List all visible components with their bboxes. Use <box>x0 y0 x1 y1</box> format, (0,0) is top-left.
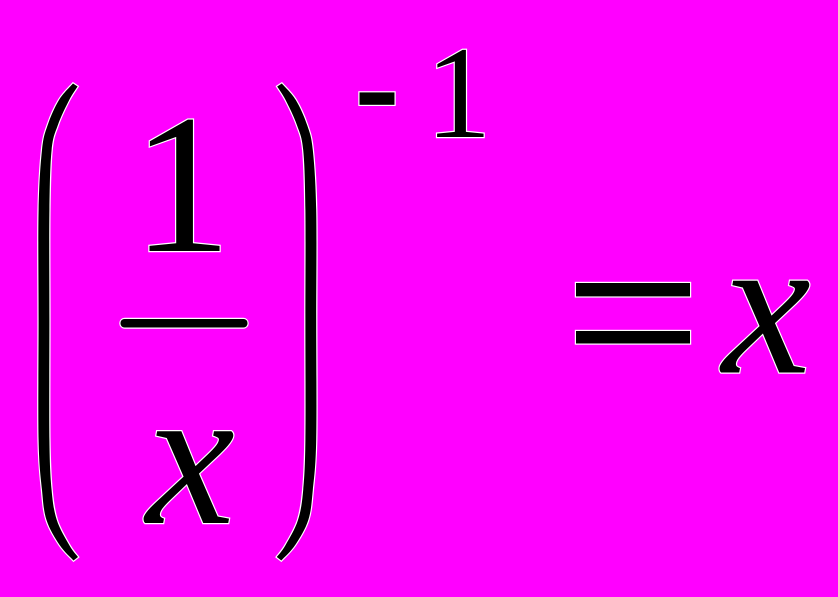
svg-text:1: 1 <box>426 19 492 166</box>
svg-text:x: x <box>719 196 811 417</box>
svg-text:x: x <box>143 346 235 567</box>
svg-text:1: 1 <box>132 75 232 295</box>
